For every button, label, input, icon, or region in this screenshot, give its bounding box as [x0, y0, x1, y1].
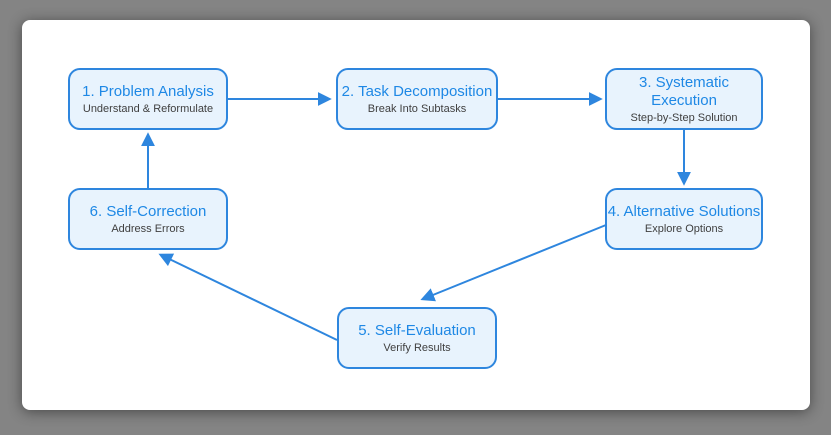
node-problem-analysis: 1. Problem Analysis Understand & Reformu…	[68, 68, 228, 130]
node-subtitle: Understand & Reformulate	[82, 102, 214, 115]
node-title: 2. Task Decomposition	[341, 82, 493, 100]
node-subtitle: Break Into Subtasks	[367, 102, 467, 115]
edge-self-evaluation-to-self-correction	[158, 253, 338, 341]
node-title: 5. Self-Evaluation	[358, 321, 476, 339]
node-subtitle: Verify Results	[383, 341, 451, 354]
node-systematic-execution: 3. Systematic Execution Step-by-Step Sol…	[605, 68, 763, 130]
node-task-decomposition: 2. Task Decomposition Break Into Subtask…	[336, 68, 498, 130]
node-subtitle: Step-by-Step Solution	[630, 111, 738, 124]
node-title: 1. Problem Analysis	[82, 82, 214, 100]
node-title: 3. Systematic Execution	[638, 73, 730, 109]
node-alternative-solutions: 4. Alternative Solutions Explore Options	[605, 188, 763, 250]
node-title: 6. Self-Correction	[89, 202, 207, 220]
node-title: 4. Alternative Solutions	[607, 202, 761, 220]
node-subtitle: Explore Options	[644, 222, 724, 235]
node-self-evaluation: 5. Self-Evaluation Verify Results	[337, 307, 497, 369]
diagram-canvas: 1. Problem Analysis Understand & Reformu…	[22, 20, 810, 410]
node-self-correction: 6. Self-Correction Address Errors	[68, 188, 228, 250]
edge-alternative-solutions-to-self-evaluation	[420, 224, 607, 302]
node-subtitle: Address Errors	[111, 222, 185, 235]
